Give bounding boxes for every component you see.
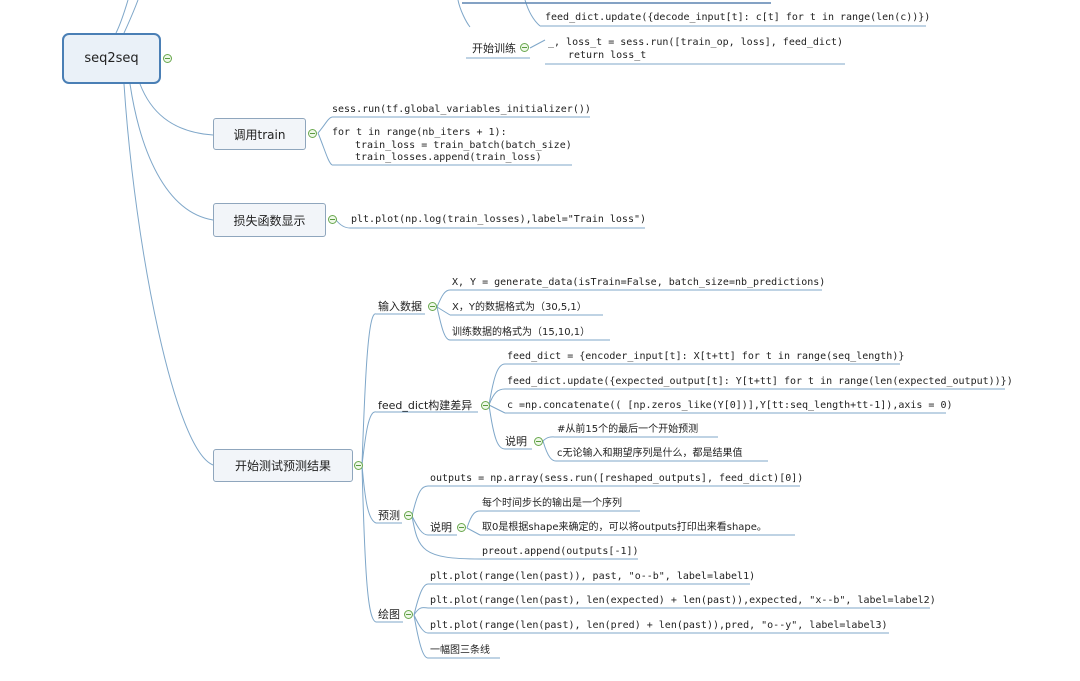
- root-label: seq2seq: [84, 51, 139, 66]
- code-preout-append: preout.append(outputs[-1]): [482, 546, 639, 557]
- code-loop-line2: train_loss = train_batch(batch_size): [355, 140, 572, 151]
- collapse-toggle-feed-dict[interactable]: [481, 401, 490, 410]
- node-draw[interactable]: 绘图: [378, 608, 400, 621]
- collapse-toggle-call-train[interactable]: [308, 129, 317, 138]
- collapse-toggle-input-data[interactable]: [428, 302, 437, 311]
- text-feed-note-1: #从前15个的最后一个开始预测: [557, 424, 699, 435]
- collapse-toggle-feed-note[interactable]: [534, 437, 543, 446]
- code-decode-update: feed_dict.update({decode_input[t]: c[t] …: [545, 12, 931, 23]
- node-feed-note[interactable]: 说明: [505, 435, 527, 448]
- collapse-toggle-predict-note[interactable]: [457, 523, 466, 532]
- code-plot-past: plt.plot(range(len(past)), past, "o--b",…: [430, 571, 756, 582]
- collapse-toggle-start-testing[interactable]: [354, 461, 363, 470]
- node-loss-display[interactable]: 损失函数显示: [213, 203, 326, 237]
- node-call-train[interactable]: 调用train: [213, 118, 306, 150]
- text-xy-format: X，Y的数据格式为（30,5,1）: [452, 302, 587, 313]
- code-outputs: outputs = np.array(sess.run([reshaped_ou…: [430, 473, 804, 484]
- node-start-testing[interactable]: 开始测试预测结果: [213, 449, 353, 482]
- collapse-toggle-root[interactable]: [163, 54, 172, 63]
- collapse-toggle-draw[interactable]: [404, 610, 413, 619]
- text-feed-note-2: c无论输入和期望序列是什么，都是结果值: [557, 448, 743, 459]
- node-feed-dict-diff[interactable]: feed_dict构建差异: [378, 399, 473, 412]
- code-plot-expected: plt.plot(range(len(past), len(expected) …: [430, 595, 936, 606]
- code-concatenate: c =np.concatenate(( [np.zeros_like(Y[0])…: [507, 400, 953, 411]
- node-predict-note[interactable]: 说明: [430, 521, 452, 534]
- code-init: sess.run(tf.global_variables_initializer…: [332, 104, 591, 115]
- node-loss-display-label: 损失函数显示: [233, 213, 306, 228]
- root-node-seq2seq[interactable]: seq2seq: [62, 33, 161, 84]
- code-generate-data: X, Y = generate_data(isTrain=False, batc…: [452, 277, 826, 288]
- code-loop-line3: train_losses.append(train_loss): [355, 152, 542, 163]
- collapse-toggle-start-train[interactable]: [520, 43, 529, 52]
- node-start-train[interactable]: 开始训练: [472, 42, 516, 55]
- node-predict[interactable]: 预测: [378, 509, 400, 522]
- code-run-line1: _, loss_t = sess.run([train_op, loss], f…: [548, 37, 844, 48]
- code-run-line2: return loss_t: [568, 50, 647, 61]
- text-predict-note-1: 每个时间步长的输出是一个序列: [482, 498, 622, 509]
- collapse-toggle-predict[interactable]: [404, 511, 413, 520]
- code-plot-pred: plt.plot(range(len(past), len(pred) + le…: [430, 620, 888, 631]
- node-call-train-label: 调用train: [233, 127, 286, 142]
- code-feed-dict-expected: feed_dict.update({expected_output[t]: Y[…: [507, 376, 1013, 387]
- code-loop-line1: for t in range(nb_iters + 1):: [332, 127, 507, 138]
- text-three-lines: 一幅图三条线: [430, 645, 490, 656]
- node-start-testing-label: 开始测试预测结果: [234, 459, 331, 473]
- node-input-data[interactable]: 输入数据: [378, 300, 422, 313]
- text-predict-note-2: 取0是根据shape来确定的，可以将outputs打印出来看shape。: [482, 522, 767, 533]
- collapse-toggle-loss-display[interactable]: [328, 215, 337, 224]
- code-plot-loss: plt.plot(np.log(train_losses),label="Tra…: [351, 214, 647, 225]
- code-feed-dict-encoder: feed_dict = {encoder_input[t]: X[t+tt] f…: [507, 351, 905, 362]
- text-train-format: 训练数据的格式为（15,10,1）: [452, 327, 591, 338]
